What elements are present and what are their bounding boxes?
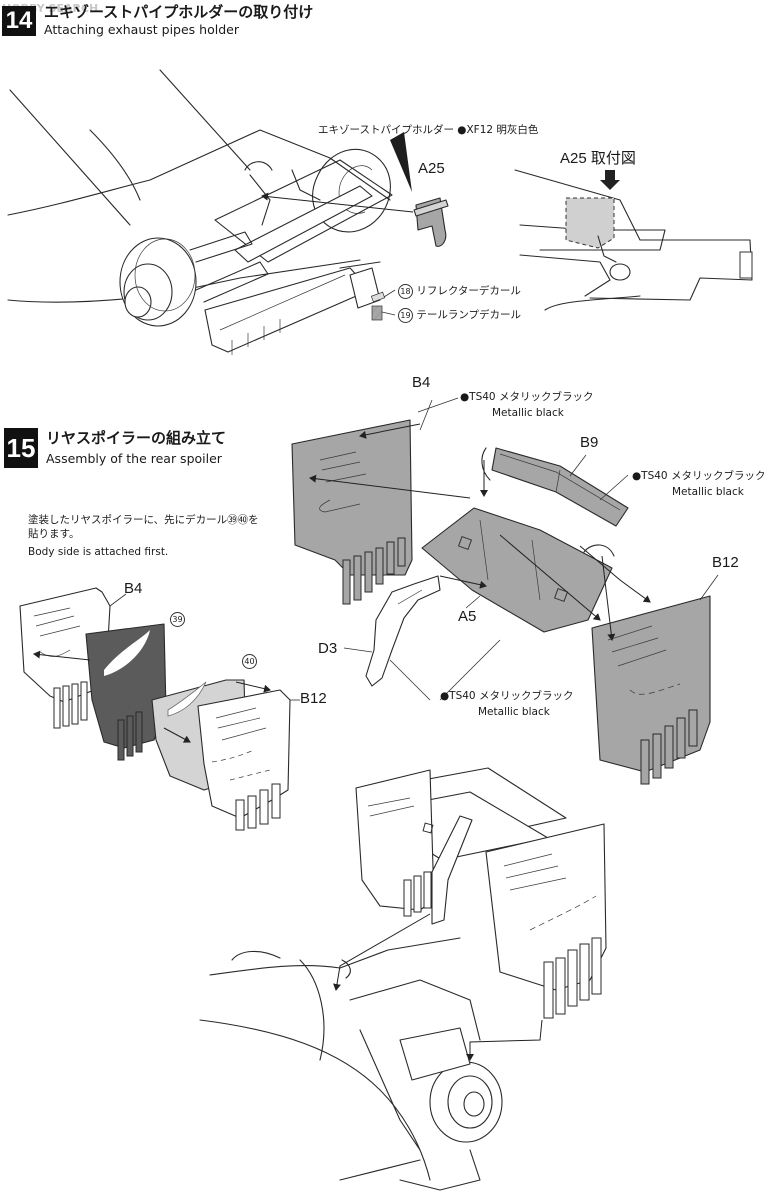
paint-callout-2-jp: ●TS40 メタリックブラック	[632, 470, 766, 482]
step15-note-en: Body side is attached first.	[28, 546, 169, 558]
decal-19-number: 19	[398, 308, 413, 323]
step15-title-en: Assembly of the rear spoiler	[46, 451, 222, 466]
step15-note-jp-2: 貼ります。	[28, 528, 80, 540]
part-label-b12-right: B12	[712, 554, 739, 571]
step14-holder-note: エキゾーストパイプホルダー ●XF12 明灰白色	[318, 124, 539, 136]
paint-callout-2-en: Metallic black	[672, 486, 744, 498]
step14-title-jp: エキゾーストパイプホルダーの取り付け	[44, 3, 314, 21]
paint-callout-1-en: Metallic black	[492, 407, 564, 419]
part-label-b12-left: B12	[300, 690, 327, 707]
paint-callout-3-en: Metallic black	[478, 706, 550, 718]
decal-18-label: リフレクターデカール	[416, 285, 521, 297]
step14-decal-19: 19 テールランプデカール	[398, 308, 521, 323]
step14-inset-drawing	[514, 169, 753, 311]
step15-number: 15	[4, 428, 38, 468]
part-label-a5: A5	[458, 608, 477, 625]
decal-18-number: 18	[398, 284, 413, 299]
step14-gearbox-drawing	[7, 69, 449, 355]
step14-inset-label: A25 取付図	[560, 150, 636, 167]
part-label-b9: B9	[580, 434, 599, 451]
decal-40-number: 40	[242, 654, 257, 669]
decal-19-label: テールランプデカール	[416, 309, 522, 321]
step15-decal-drawing	[19, 587, 300, 831]
step14-decal-18: 18 リフレクターデカール	[398, 284, 521, 299]
part-label-d3: D3	[318, 640, 338, 657]
decal-39-number: 39	[170, 612, 185, 627]
step15-assembled-drawing	[199, 767, 607, 1191]
paint-callout-3-jp: ●TS40 メタリックブラック	[440, 690, 574, 702]
decal-39-marker: 39	[170, 608, 185, 627]
decal-40-marker: 40	[242, 650, 257, 669]
step15-exploded-drawing	[291, 397, 719, 785]
part-label-b4-top: B4	[412, 374, 431, 391]
step14-title-en: Attaching exhaust pipes holder	[44, 22, 239, 37]
step15-title-jp: リヤスポイラーの組み立て	[46, 429, 227, 447]
step15-note-jp-1: 塗装したリヤスポイラーに、先にデカール㊴㊵を	[28, 514, 259, 526]
paint-callout-1-jp: ●TS40 メタリックブラック	[460, 391, 594, 403]
part-label-b4-left: B4	[124, 580, 143, 597]
step14-number: 14	[2, 6, 36, 36]
step14-part-a25: A25	[418, 160, 445, 177]
